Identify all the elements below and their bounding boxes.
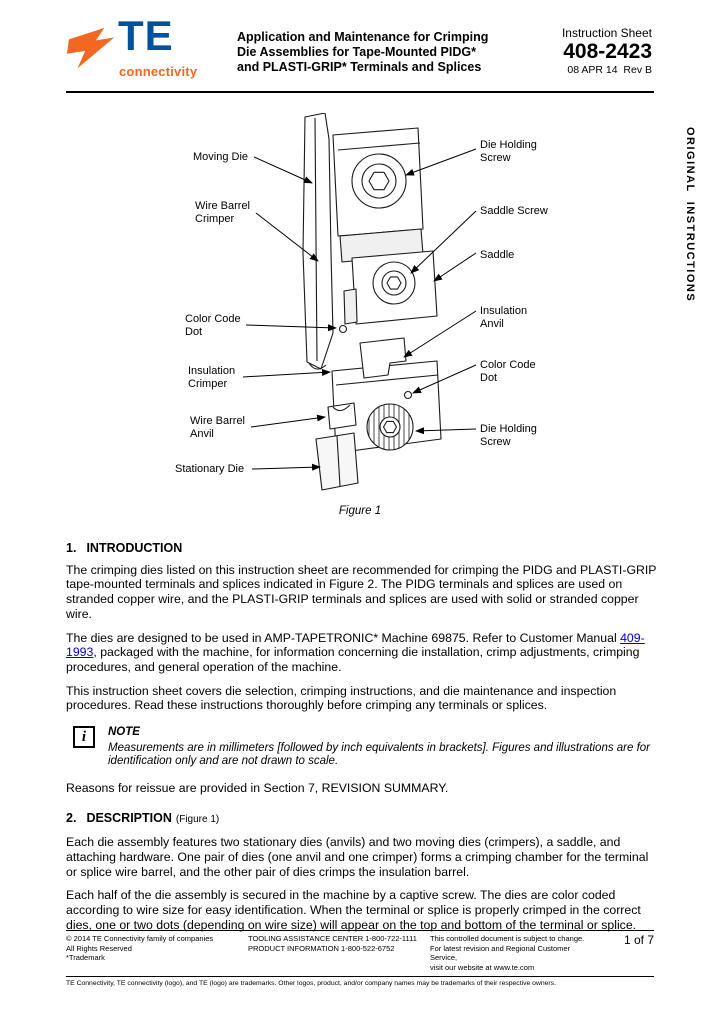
- title-line-2: Die Assemblies for Tape-Mounted PIDG*: [237, 45, 476, 59]
- header-rule: [66, 91, 654, 93]
- footer-rights-line: All Rights Reserved: [66, 943, 132, 953]
- original-instructions-label: ORIGINAL INSTRUCTIONS: [684, 127, 696, 303]
- footer-product-line: PRODUCT INFORMATION 1-800-522-6752: [248, 943, 395, 953]
- footer-document-note: This controlled document is subject to c…: [430, 934, 594, 972]
- intro-p2-post: , packaged with the machine, for informa…: [66, 645, 640, 674]
- label-stationary-die: Stationary Die: [175, 463, 245, 475]
- footer-copyright: © 2014 TE Connectivity family of compani…: [66, 934, 248, 972]
- stationary-die: [315, 432, 359, 491]
- footer-revision-line: For latest revision and Regional Custome…: [430, 943, 571, 963]
- intro-paragraph-3: This instruction sheet covers die select…: [66, 683, 617, 713]
- section-2-heading: 2. DESCRIPTION(Figure 1): [66, 811, 658, 828]
- section-2-figure-ref: (Figure 1): [175, 814, 220, 826]
- document-title: Application and Maintenance for Crimping…: [237, 30, 547, 75]
- intro-paragraph-1: The crimping dies listed on this instruc…: [66, 562, 657, 621]
- label-saddle: Saddle: [480, 249, 515, 261]
- die-assembly-drawing: [242, 113, 477, 491]
- footer-assistance: TOOLING ASSISTANCE CENTER 1-800-722-1111…: [248, 934, 430, 972]
- page-number: 1 of 7: [623, 933, 654, 947]
- footer: © 2014 TE Connectivity family of compani…: [66, 930, 654, 972]
- title-line-1: Application and Maintenance for Crimping: [237, 30, 489, 44]
- doc-number: 408-2423: [563, 40, 652, 63]
- intro-paragraph-4: Reasons for reissue are provided in Sect…: [66, 780, 449, 795]
- wire-barrel-anvil: [327, 402, 357, 430]
- label-wire-barrel-crimper: Wire Barrel Crimper: [195, 200, 251, 225]
- footer-website-line: visit our website at www.te.com: [430, 962, 535, 972]
- footer-copyright-line: © 2014 TE Connectivity family of compani…: [66, 934, 214, 943]
- trademark-line: TE Connectivity, TE connectivity (logo),…: [66, 976, 654, 988]
- insulation-anvil: [359, 337, 407, 379]
- color-code-dot-right: [403, 390, 413, 400]
- label-insulation-crimper: Insulation Crimper: [188, 365, 236, 390]
- footer-tooling-line: TOOLING ASSISTANCE CENTER 1-800-722-1111: [248, 934, 417, 943]
- label-color-code-dot-right: Color Code Dot: [480, 359, 536, 384]
- document-info: Instruction Sheet 408-2423 08 APR 14 Rev…: [562, 26, 652, 76]
- doc-type: Instruction Sheet: [561, 26, 652, 40]
- section-2-number: 2.: [66, 811, 77, 826]
- section-2-title: DESCRIPTION: [86, 811, 172, 826]
- note-text: Measurements are in millimeters [followe…: [108, 741, 651, 768]
- description-paragraph-2: Each half of the die assembly is secured…: [66, 888, 641, 932]
- section-1-number: 1.: [66, 541, 77, 555]
- te-logo-text: TE: [118, 12, 174, 59]
- saddle-screw: [372, 261, 416, 305]
- label-moving-die: Moving Die: [193, 151, 249, 163]
- die-holding-screw-bottom: [366, 403, 414, 451]
- label-color-code-dot-left: Color Code Dot: [185, 313, 241, 338]
- label-insulation-anvil: Insulation Anvil: [480, 305, 528, 330]
- section-1-title: INTRODUCTION: [86, 541, 183, 555]
- te-logo-tagline: connectivity: [119, 64, 198, 79]
- figure-1-caption: Figure 1: [338, 505, 382, 517]
- figure-1: Moving Die Wire Barrel Crimper Color Cod…: [0, 113, 720, 505]
- label-wire-barrel-anvil: Wire Barrel Anvil: [190, 415, 246, 440]
- document-body: 1. INTRODUCTION The crimping dies listed …: [66, 541, 658, 941]
- te-logo: TE connectivity: [66, 12, 216, 82]
- section-1-heading: 1. INTRODUCTION: [66, 541, 658, 556]
- footer-controlled-line: This controlled document is subject to c…: [430, 934, 585, 943]
- te-logo-mark: [66, 27, 115, 69]
- die-holding-screw-top: [351, 153, 407, 209]
- info-icon: i: [73, 726, 95, 749]
- label-die-holding-screw-top: Die Holding Screw: [480, 139, 537, 164]
- description-paragraph-1: Each die assembly features two stationar…: [66, 835, 649, 879]
- intro-p2-pre: The dies are designed to be used in AMP-…: [66, 630, 621, 645]
- note-block: i NOTE Measurements are in millimeters […: [66, 725, 658, 769]
- note-title: NOTE: [108, 726, 140, 739]
- title-line-3: and PLASTI-GRIP* Terminals and Splices: [237, 60, 482, 74]
- customer-manual-link[interactable]: 409-1993: [66, 630, 645, 660]
- label-die-holding-screw-bottom: Die Holding Screw: [480, 423, 537, 448]
- moving-die: [302, 113, 334, 370]
- footer-trademark-note: *Trademark: [66, 953, 105, 962]
- label-saddle-screw: Saddle Screw: [480, 205, 548, 217]
- doc-date-rev: 08 APR 14 Rev B: [567, 64, 652, 76]
- color-code-dot-left: [338, 324, 348, 334]
- intro-paragraph-2: The dies are designed to be used in AMP-…: [66, 631, 658, 675]
- callout-arrows: [242, 148, 477, 471]
